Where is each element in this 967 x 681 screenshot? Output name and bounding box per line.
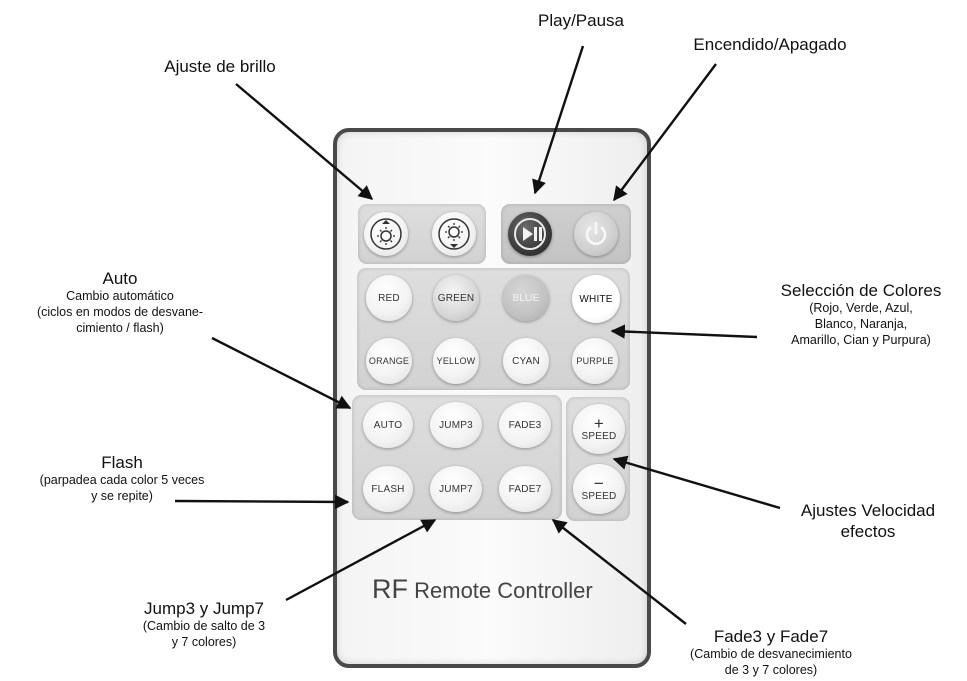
fade-title: Fade3 y Fade7 bbox=[713, 627, 829, 646]
color-button-orange[interactable]: ORANGE bbox=[366, 338, 412, 384]
play-pause-title: Play/Pausa bbox=[538, 11, 624, 30]
color-button-blue[interactable]: BLUE bbox=[503, 275, 549, 321]
auto-title: Auto bbox=[102, 269, 138, 288]
color-button-red[interactable]: RED bbox=[366, 275, 412, 321]
speed-up-label: SPEED bbox=[581, 431, 617, 442]
colors-title: Selección de Colores bbox=[780, 281, 942, 300]
brightness-title: Ajuste de brillo bbox=[164, 57, 276, 76]
play-pause-icon bbox=[514, 218, 546, 250]
mode-button-fade3[interactable]: FADE3 bbox=[499, 402, 551, 448]
label-jump: Jump3 y Jump7 (Cambio de salto de 3 y 7 … bbox=[104, 598, 304, 651]
label-fade: Fade3 y Fade7 (Cambio de desvanecimiento… bbox=[656, 626, 886, 679]
speed-down-button[interactable]: − SPEED bbox=[573, 464, 625, 514]
auto-line1: Cambio automático bbox=[66, 289, 174, 304]
auto-line3: cimiento / flash) bbox=[76, 320, 164, 335]
label-colors: Selección de Colores (Rojo, Verde, Azul,… bbox=[756, 280, 966, 348]
color-button-purple[interactable]: PURPLE bbox=[572, 338, 618, 384]
colors-line1: (Rojo, Verde, Azul, bbox=[809, 301, 913, 316]
remote-label-text: Remote Controller bbox=[414, 578, 593, 603]
mode-button-flash[interactable]: FLASH bbox=[363, 466, 413, 512]
power-icon bbox=[585, 221, 607, 245]
color-button-yellow[interactable]: YELLOW bbox=[433, 338, 479, 384]
speed-up-button[interactable]: + SPEED bbox=[573, 404, 625, 454]
mode-button-auto[interactable]: AUTO bbox=[363, 402, 413, 448]
speed-line1: Ajustes Velocidad bbox=[800, 501, 936, 520]
mode-button-fade7[interactable]: FADE7 bbox=[499, 466, 551, 512]
play-pause-button[interactable] bbox=[508, 212, 552, 256]
remote-label-rf: RF bbox=[372, 574, 408, 604]
label-speed: Ajustes Velocidad efectos bbox=[770, 500, 966, 543]
minus-icon: − bbox=[593, 474, 605, 493]
colors-line3: Amarillo, Cian y Purpura) bbox=[791, 332, 931, 347]
color-button-white[interactable]: WHITE bbox=[572, 275, 620, 323]
fade-line2: de 3 y 7 colores) bbox=[724, 662, 818, 677]
jump-title: Jump3 y Jump7 bbox=[144, 599, 264, 618]
label-power: Encendido/Apagado bbox=[660, 34, 880, 55]
jump-line2: y 7 colores) bbox=[171, 634, 237, 649]
speed-down-label: SPEED bbox=[581, 491, 617, 502]
label-play-pause: Play/Pausa bbox=[506, 10, 656, 31]
mode-button-jump3[interactable]: JUMP3 bbox=[430, 402, 482, 448]
label-auto: Auto Cambio automático (ciclos en modos … bbox=[2, 268, 238, 336]
brightness-down-icon bbox=[438, 218, 470, 250]
speed-line2: efectos bbox=[840, 522, 896, 542]
brightness-up-button[interactable] bbox=[364, 212, 408, 256]
brightness-down-button[interactable] bbox=[432, 212, 476, 256]
remote-label: RF Remote Controller bbox=[372, 574, 593, 605]
power-button[interactable] bbox=[574, 212, 618, 256]
brightness-up-icon bbox=[370, 218, 402, 250]
fade-line1: (Cambio de desvanecimiento bbox=[690, 647, 852, 662]
color-button-green[interactable]: GREEN bbox=[433, 275, 479, 321]
colors-line2: Blanco, Naranja, bbox=[814, 316, 908, 331]
auto-line2: (ciclos en modos de desvane- bbox=[36, 304, 204, 319]
label-brightness: Ajuste de brillo bbox=[120, 56, 320, 77]
flash-line1: (parpadea cada color 5 veces bbox=[39, 473, 205, 488]
label-flash: Flash (parpadea cada color 5 veces y se … bbox=[4, 452, 240, 505]
flash-line2: y se repite) bbox=[91, 488, 153, 503]
flash-title: Flash bbox=[101, 453, 143, 472]
mode-button-jump7[interactable]: JUMP7 bbox=[430, 466, 482, 512]
color-button-cyan[interactable]: CYAN bbox=[503, 338, 549, 384]
power-title: Encendido/Apagado bbox=[693, 35, 847, 54]
jump-line1: (Cambio de salto de 3 bbox=[142, 619, 266, 634]
arrow-auto bbox=[211, 336, 352, 410]
plus-icon: + bbox=[593, 414, 605, 433]
